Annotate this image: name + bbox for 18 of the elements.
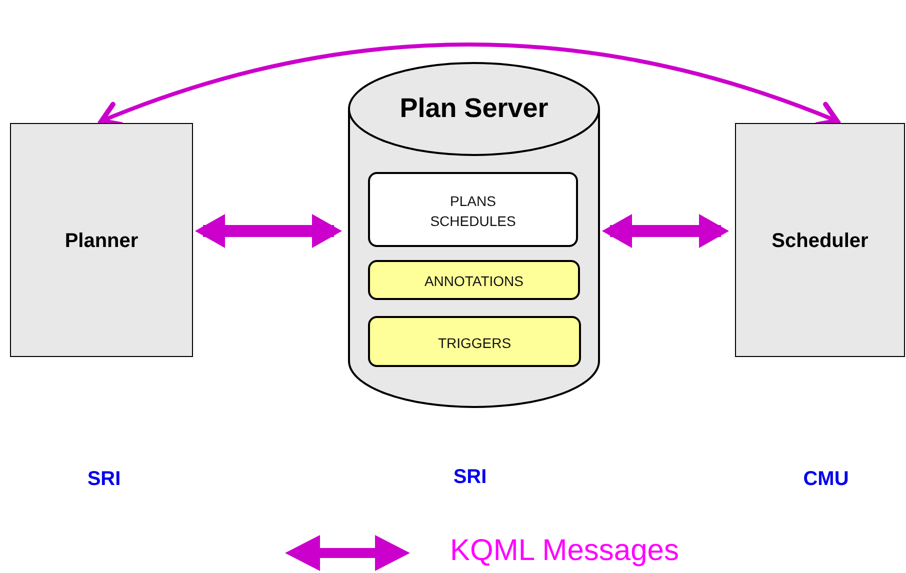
server-title: Plan Server — [400, 92, 548, 124]
data-store-box — [368, 172, 578, 247]
store-label: TRIGGERS — [438, 334, 512, 353]
component-box — [735, 123, 905, 357]
server-cylinder — [348, 62, 600, 408]
double-arrow — [195, 214, 342, 248]
double-arrow — [602, 214, 729, 248]
component-name: Scheduler — [772, 230, 868, 252]
component-box — [10, 123, 193, 357]
organization-label: CMU — [803, 468, 849, 491]
organization-label: SRI — [87, 468, 121, 491]
organization-label: SRI — [453, 466, 487, 489]
data-store-box — [368, 316, 581, 367]
legend-text: KQML Messages — [450, 533, 679, 569]
data-store-box — [368, 260, 580, 300]
store-label: PLANS SCHEDULES — [429, 192, 517, 230]
store-label: ANNOTATIONS — [424, 272, 524, 292]
component-name: Planner — [64, 230, 138, 252]
